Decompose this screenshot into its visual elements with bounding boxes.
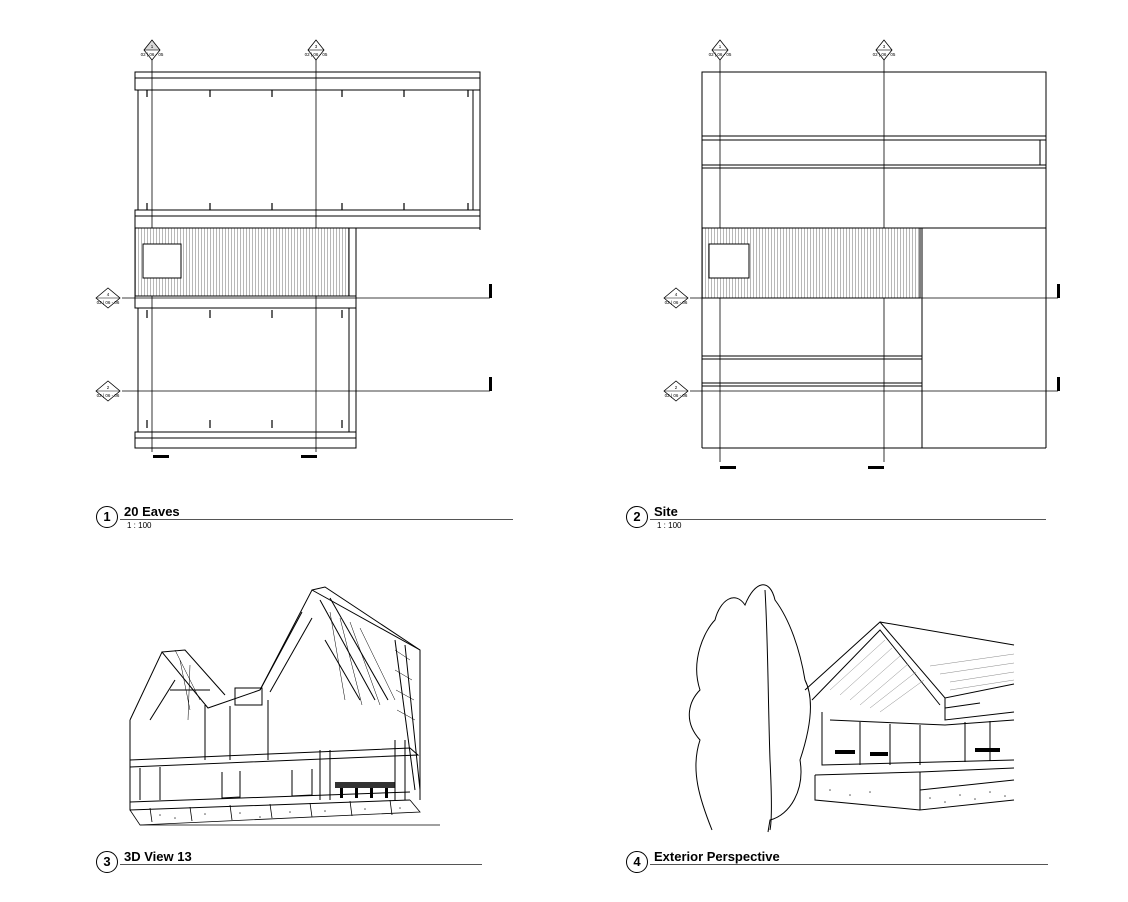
roof-opening: [142, 243, 182, 279]
view-scale: 1 : 100: [657, 521, 682, 530]
view-title: 3D View 13: [124, 849, 192, 864]
svg-text:02 | 06 - 05: 02 | 06 - 05: [305, 52, 328, 57]
building-roof: [804, 621, 1015, 721]
grid-head-top-b: 3 02 | 06 - 05: [305, 39, 328, 61]
grid-head-left-a: 4 02 | 06 - 06: [95, 287, 121, 309]
svg-text:02 | 06 - 06: 02 | 06 - 06: [665, 300, 688, 305]
3d-furniture: [335, 782, 395, 798]
svg-text:3: 3: [315, 44, 318, 49]
svg-text:02 | 06 - 06: 02 | 06 - 06: [665, 393, 688, 398]
svg-text:1: 1: [719, 44, 722, 49]
view-number-badge: 1: [96, 506, 118, 528]
grid-head-left-b: 2 02 | 06 - 06: [95, 380, 121, 402]
view-1-plan-20-eaves[interactable]: 1 02 | 06 - 05 3 02 | 06 - 05 4 02 | 06 …: [90, 35, 510, 470]
3d-roof-form: [129, 586, 421, 800]
svg-text:02 | 06 - 05: 02 | 06 - 05: [141, 52, 164, 57]
3d-floor-and-walls: [129, 700, 420, 811]
grid-head-top-a: 1 02 | 06 - 05: [709, 39, 732, 61]
svg-text:02 | 06 - 05: 02 | 06 - 05: [709, 52, 732, 57]
view-title: 20 Eaves: [124, 504, 180, 519]
view-1-title: 1 20 Eaves 1 : 100: [96, 504, 516, 536]
svg-text:02 | 06 - 05: 02 | 06 - 05: [873, 52, 896, 57]
grid-head-left-b: 2 02 | 06 - 06: [663, 380, 689, 402]
building-glazing: [821, 712, 1015, 766]
title-rule: [120, 519, 513, 520]
svg-text:02 | 06 - 06: 02 | 06 - 06: [97, 393, 120, 398]
3d-structure-lines: [174, 611, 416, 721]
terrace-gravel: [829, 789, 1006, 803]
svg-text:1: 1: [151, 44, 154, 49]
view-number-badge: 2: [626, 506, 648, 528]
section-markers: [720, 284, 1060, 469]
svg-text:3: 3: [883, 44, 886, 49]
lower-roof-outline: [134, 228, 357, 449]
grid-head-left-a: 4 02 | 06 - 06: [663, 287, 689, 309]
view-3-3d-section[interactable]: [120, 575, 440, 840]
hatched-roof-band: [701, 227, 921, 299]
3d-view-drawing: [129, 586, 440, 826]
plan-site-drawing: 1 02 | 06 - 05 3 02 | 06 - 05 4 02 | 06 …: [663, 39, 1060, 469]
title-rule: [650, 864, 1048, 865]
tree-outline: [688, 584, 811, 833]
grid-head-top-b: 3 02 | 06 - 05: [873, 39, 896, 61]
view-4-title: 4 Exterior Perspective: [626, 849, 1056, 881]
section-markers: [153, 284, 492, 458]
title-rule: [120, 864, 482, 865]
plan-20-eaves-drawing: 1 02 | 06 - 05 3 02 | 06 - 05 4 02 | 06 …: [95, 39, 492, 458]
roof-cladding-lines: [829, 639, 1015, 713]
exterior-perspective-drawing: [688, 584, 1015, 833]
terrace-platform: [814, 767, 1015, 811]
view-2-title: 2 Site 1 : 100: [626, 504, 1056, 536]
svg-text:02 | 06 - 06: 02 | 06 - 06: [97, 300, 120, 305]
svg-text:4: 4: [107, 292, 110, 297]
view-title: Site: [654, 504, 678, 519]
view-title: Exterior Perspective: [654, 849, 780, 864]
view-number-badge: 3: [96, 851, 118, 873]
3d-gravel: [159, 807, 401, 819]
3d-foundation: [129, 799, 440, 826]
svg-text:2: 2: [107, 385, 110, 390]
building-furniture: [835, 748, 1000, 756]
rafter-ticks: [146, 90, 469, 428]
view-3-title: 3 3D View 13: [96, 849, 496, 881]
grid-head-top-a: 1 02 | 06 - 05: [141, 39, 164, 61]
svg-text:4: 4: [675, 292, 678, 297]
view-number-badge: 4: [626, 851, 648, 873]
title-rule: [650, 519, 1046, 520]
roof-opening: [708, 243, 750, 279]
view-4-exterior-perspective[interactable]: [675, 575, 1020, 835]
view-2-plan-site[interactable]: 1 02 | 06 - 05 3 02 | 06 - 05 4 02 | 06 …: [660, 35, 1070, 475]
svg-text:2: 2: [675, 385, 678, 390]
upper-roof-outline: [134, 71, 481, 230]
view-scale: 1 : 100: [127, 521, 152, 530]
